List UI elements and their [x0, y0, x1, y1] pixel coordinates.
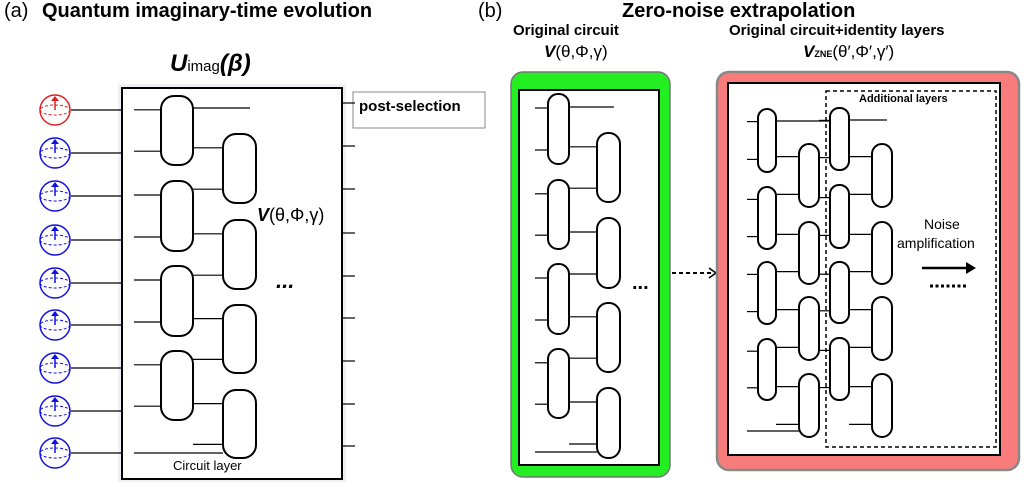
two-qubit-gate	[798, 143, 820, 208]
two-qubit-gate	[547, 263, 570, 335]
circuit-v-label: V(θ,Φ,γ)	[257, 205, 324, 226]
original-params: (θ,Φ,γ)	[555, 42, 608, 61]
arrow-head	[51, 311, 59, 316]
post-selection-box	[352, 91, 486, 129]
equator	[39, 405, 71, 417]
arrow-head	[51, 226, 59, 231]
two-qubit-gate	[798, 221, 820, 285]
two-qubit-gate	[547, 348, 570, 419]
qubit-bloch-sphere-icon	[39, 395, 71, 427]
two-qubit-gate	[757, 108, 777, 173]
ellipsis-a: ...	[276, 268, 295, 293]
circuit-name: V	[257, 205, 270, 225]
arrow-head	[51, 96, 59, 101]
operator-arg: (β)	[219, 50, 251, 77]
two-qubit-gate	[596, 132, 621, 203]
original-circuit-gates	[535, 93, 621, 459]
two-qubit-gate	[160, 95, 194, 166]
zne-name: V	[803, 42, 815, 61]
qubit-bloch-sphere-icon	[39, 352, 71, 384]
ellipsis-b: ...	[632, 272, 649, 294]
two-qubit-gate	[596, 387, 621, 459]
two-qubit-gate	[160, 265, 194, 337]
two-qubit-gate	[160, 180, 194, 252]
equator	[39, 277, 71, 289]
post-selection-label: post-selection	[359, 98, 461, 115]
arrow-head	[51, 269, 59, 274]
original-circuit-v: V(θ,Φ,γ)	[544, 42, 608, 62]
equator	[39, 147, 71, 159]
equator	[39, 234, 71, 246]
two-qubit-gate	[871, 373, 893, 438]
two-qubit-gate	[596, 302, 621, 373]
two-qubit-gate	[871, 296, 893, 361]
amplification-label: amplification	[897, 235, 975, 251]
two-qubit-gate	[222, 133, 257, 204]
two-qubit-gate	[222, 219, 257, 290]
qubit-bloch-sphere-icon	[39, 137, 71, 169]
arrow-head	[51, 397, 59, 402]
two-qubit-gate	[871, 221, 893, 285]
arrow-head	[51, 139, 59, 144]
panel-b-title: Zero-noise extrapolation	[622, 0, 856, 22]
two-qubit-gate	[798, 373, 820, 438]
noise-arrow-head-icon	[966, 262, 976, 274]
qubit-bloch-sphere-icon	[39, 309, 71, 341]
qubit-bloch-sphere-icon	[39, 94, 71, 126]
u-imag-label: Uimag(β)	[170, 50, 251, 78]
additional-layers-label: Additional layers	[859, 93, 948, 105]
two-qubit-gate	[829, 107, 850, 171]
panel-a-title: Quantum imaginary-time evolution	[42, 0, 373, 22]
arrow-head	[51, 182, 59, 187]
qubit-bloch-sphere-icon	[39, 437, 71, 469]
circuit-layer-label: Circuit layer	[173, 458, 242, 473]
zne-params: (θ′,Φ′,γ′)	[832, 42, 895, 61]
panel-b-label: (b)	[478, 0, 503, 22]
two-qubit-gate	[798, 296, 820, 361]
two-qubit-gate	[757, 338, 777, 401]
circuit-params: (θ,Φ,γ)	[269, 205, 325, 225]
zne-v: VZNE(θ′,Φ′,γ′)	[803, 42, 894, 62]
equator	[39, 190, 71, 202]
two-qubit-gate	[829, 184, 850, 249]
two-qubit-gate	[829, 261, 850, 324]
qubit-bloch-sphere-icon	[39, 267, 71, 299]
two-qubit-gate	[547, 179, 570, 250]
two-qubit-gate	[829, 337, 850, 401]
arrow-head	[51, 439, 59, 444]
panel-a-gates	[134, 95, 257, 459]
zne-sub: ZNE	[814, 49, 833, 59]
original-circuit-title: Original circuit	[513, 22, 619, 39]
two-qubit-gate	[160, 350, 194, 421]
equator	[39, 447, 71, 459]
zne-title: Original circuit+identity layers	[729, 22, 945, 39]
two-qubit-gate	[871, 143, 893, 208]
two-qubit-gate	[222, 389, 257, 459]
equator	[39, 319, 71, 331]
noise-label: Noise	[924, 216, 960, 232]
panel-a-label: (a)	[4, 0, 29, 22]
operator-main: U	[170, 50, 188, 77]
additional-layers-box	[825, 90, 997, 448]
zne-circuit-gates	[747, 107, 893, 438]
two-qubit-gate	[757, 261, 777, 325]
two-qubit-gate	[757, 186, 777, 250]
two-qubit-gate	[547, 93, 570, 165]
qubits-group	[39, 94, 355, 469]
two-qubit-gate	[596, 217, 621, 289]
original-name: V	[544, 42, 556, 61]
two-qubit-gate	[222, 304, 257, 374]
operator-sub: imag	[187, 58, 220, 75]
equator	[39, 104, 71, 116]
arrow-head	[51, 354, 59, 359]
qubit-bloch-sphere-icon	[39, 224, 71, 256]
qubit-bloch-sphere-icon	[39, 180, 71, 212]
equator	[39, 362, 71, 374]
